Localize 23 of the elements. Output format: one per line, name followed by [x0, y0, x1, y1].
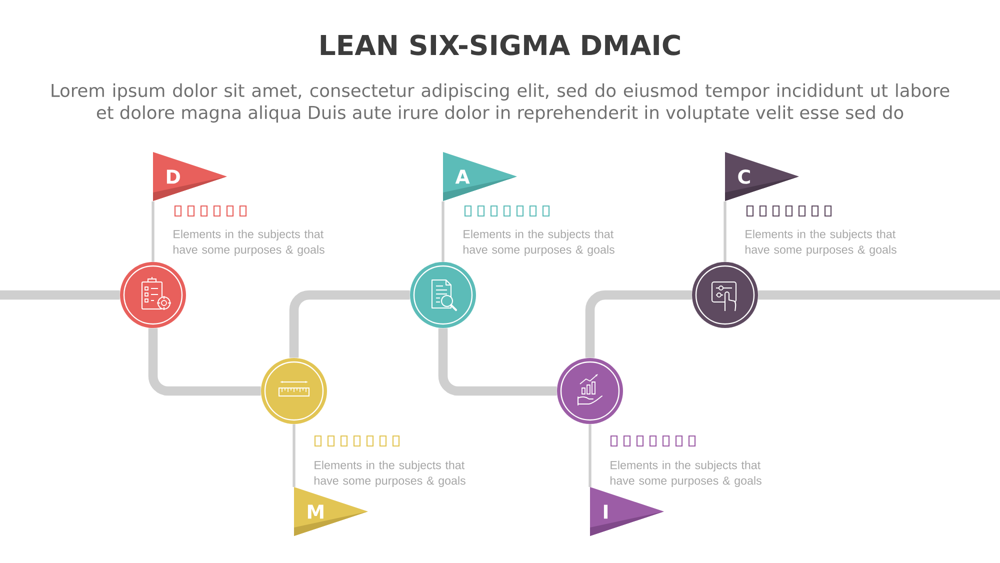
icon-circle — [410, 262, 476, 328]
flag-pole — [442, 201, 444, 262]
flag-pole — [724, 201, 726, 262]
timeline-path — [758, 290, 1000, 300]
flag: I — [590, 487, 664, 536]
flag-pole — [292, 424, 296, 487]
flag-pole — [152, 201, 154, 262]
title: LEAN SIX-SIGMA DMAIC — [320, 34, 680, 56]
icon-circle — [261, 358, 327, 424]
timeline-path — [289, 290, 410, 358]
icon-circle — [692, 262, 758, 328]
timeline-path — [0, 290, 120, 300]
flag: C — [725, 152, 799, 201]
flag: A — [443, 152, 517, 201]
timeline-path — [585, 290, 692, 358]
subtitle: Lorem ipsum dolor sit amet, consectetur adipiscing elit, sed do eiusmod tempor incididunt ut labore et dolore magna aliqua Duis aute irure dolor in reprehenderit in voluptate velit esse sed do — [52, 83, 950, 123]
flag: D — [153, 152, 227, 201]
icon-circle — [120, 262, 186, 328]
flag-pole — [588, 424, 592, 487]
timeline-path — [148, 328, 261, 396]
timeline-path — [438, 328, 557, 396]
icon-circle — [557, 358, 623, 424]
flag: M — [294, 487, 368, 536]
